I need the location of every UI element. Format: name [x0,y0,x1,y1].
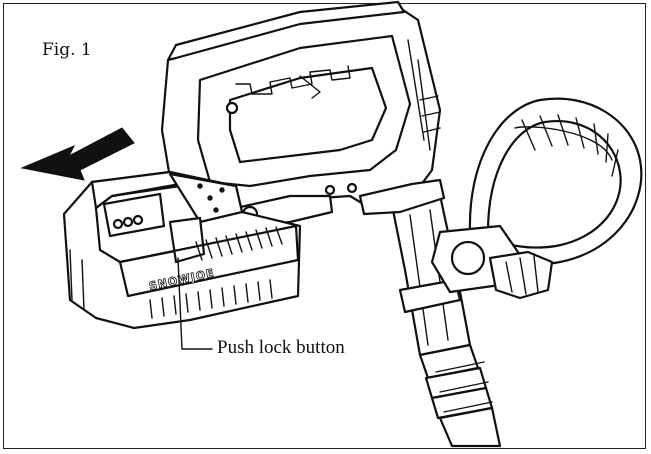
tool-housing [160,0,446,230]
arrow-left-icon [20,127,135,181]
figure-label: Fig. 1 [42,40,92,60]
battery-pack: SNOWJOE [62,170,302,330]
auxiliary-handle [430,97,643,300]
tool-shaft [390,193,502,448]
callout-leader [177,257,213,350]
push-lock-button-callout: Push lock button [217,337,345,358]
